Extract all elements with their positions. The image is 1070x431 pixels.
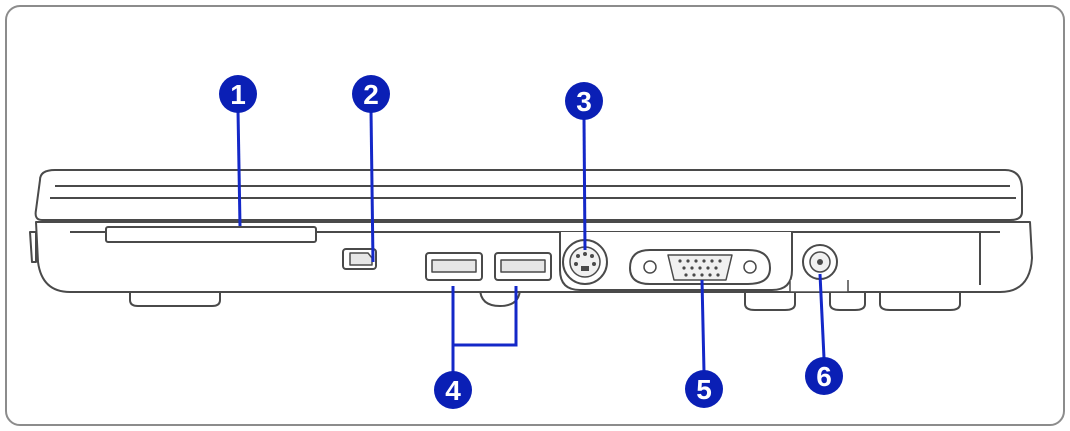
usb-port-2-tongue [500,259,546,273]
vga-screw-right [743,260,757,274]
callout-label: 3 [576,86,592,117]
foot [744,290,796,311]
callout-label: 1 [230,79,246,110]
callout-badge-6: 6 [805,357,843,395]
dc-in-bracket [789,280,849,293]
leader-line-3 [582,117,587,251]
usb-port-1-tongue [431,259,477,273]
callout-badge-1: 1 [219,75,257,113]
leader-line-6 [818,273,826,359]
card-slot [105,226,317,243]
callout-badge-4: 4 [434,371,472,409]
callout-badge-2: 2 [352,75,390,113]
vga-screw-left [643,260,657,274]
callout-label: 6 [816,361,832,392]
leader-line-1 [236,109,242,227]
callout-circle [685,370,723,408]
callout-circle [565,82,603,120]
leader-lines [236,109,826,373]
callout-badge-5: 5 [685,370,723,408]
svideo-port-inner [569,246,601,278]
leader-line-5 [700,279,706,373]
callout-label: 4 [445,375,461,406]
callout-badge-3: 3 [565,82,603,120]
callout-label: 2 [363,79,379,110]
callout-circle [352,75,390,113]
laptop-body [29,169,1033,311]
leader-line-2 [369,109,375,263]
firewire-port-inner [349,252,373,266]
hinge-detail [29,231,37,263]
port-pins [574,252,823,277]
foot [829,290,866,311]
callout-circle [219,75,257,113]
callout-label: 5 [696,374,712,405]
foot [879,290,961,311]
leader-line-4 [451,286,518,372]
callout-circle [434,371,472,409]
callout-circle [805,357,843,395]
laptop-lid [34,169,1023,221]
